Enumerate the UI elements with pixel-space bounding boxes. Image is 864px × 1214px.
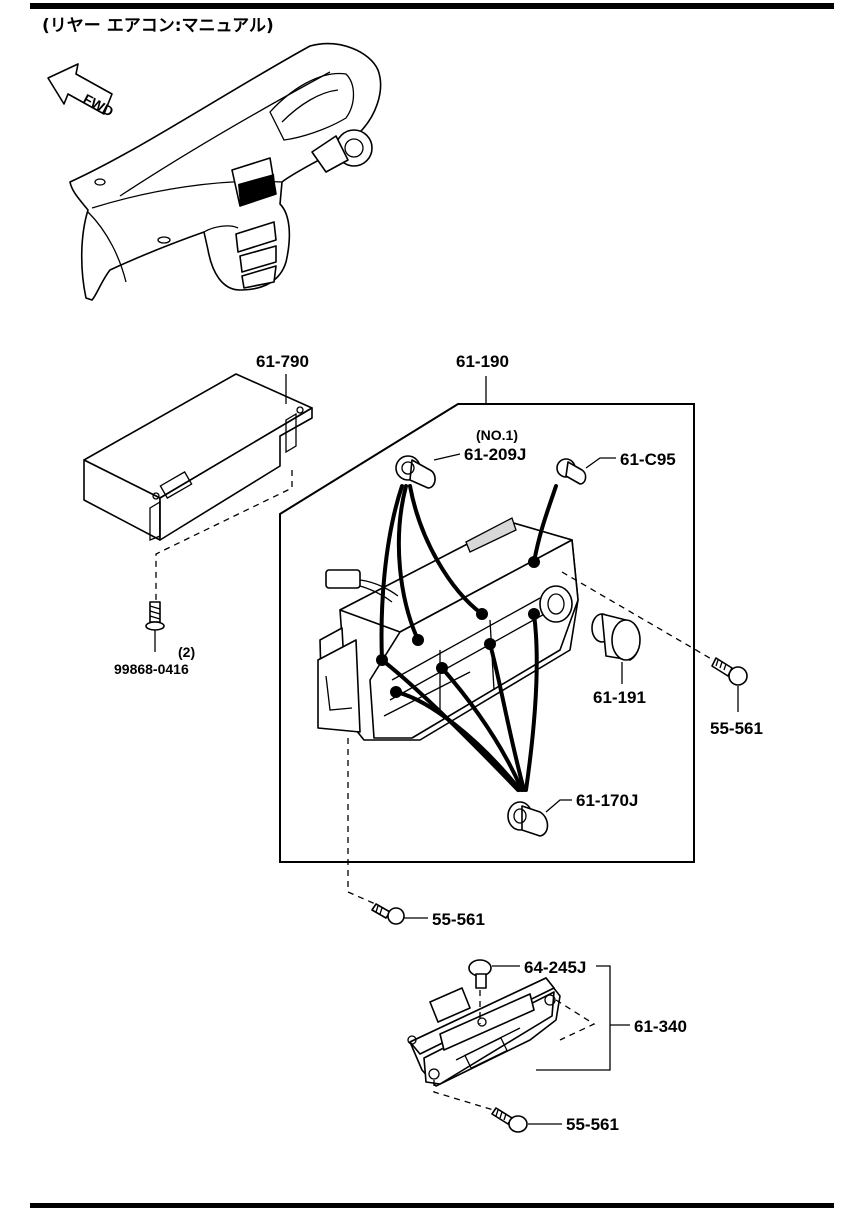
dashed-mid-screw: [347, 738, 381, 907]
label-bulb-note: (NO.1): [476, 427, 518, 443]
leader-61-c95: [585, 457, 616, 469]
bulb-wires: [379, 484, 558, 792]
label-61-209j: 61-209J: [464, 445, 526, 464]
label-61-c95: 61-C95: [620, 450, 676, 469]
bulb-61-209j-icon: [395, 455, 436, 489]
dashed-right-screw: [561, 571, 721, 665]
knob-61-191-icon: [591, 613, 641, 661]
dashboard-illustration: FWD: [47, 42, 382, 301]
label-64-245j: 64-245J: [524, 958, 586, 977]
control-unit-body: [317, 517, 579, 741]
label-61-191: 61-191: [593, 688, 646, 707]
label-61-190: 61-190: [456, 352, 509, 371]
bulb-64-245j-icon: [468, 959, 492, 989]
screw-99868-0416-icon: [145, 601, 165, 631]
dashed-screw-path: [155, 470, 293, 606]
label-55-561-right: 55-561: [710, 719, 763, 738]
bracket-61-340: [536, 965, 611, 1071]
screw-55-561-right-icon: [711, 657, 748, 686]
sub-panel-61-340: [407, 977, 561, 1087]
leader-61-170j: [545, 799, 572, 813]
fwd-arrow-icon: FWD: [47, 63, 116, 120]
label-61-170j: 61-170J: [576, 791, 638, 810]
bulb-61-170j-icon: [507, 801, 549, 837]
label-55-561-mid: 55-561: [432, 910, 485, 929]
bulb-61-c95-icon: [556, 458, 587, 485]
label-99868-0416: 99868-0416: [114, 661, 189, 677]
dashed-bottom-screw: [433, 1080, 501, 1113]
assembly-box: [279, 403, 695, 863]
top-border: [30, 3, 834, 9]
label-55-561-bottom: 55-561: [566, 1115, 619, 1134]
label-61-790: 61-790: [256, 352, 309, 371]
rear-unit-61-790: [83, 373, 313, 541]
label-screw-qty: (2): [178, 644, 195, 660]
leader-61-209j: [433, 453, 461, 461]
dashed-panel-path: [555, 999, 596, 1041]
screw-55-561-mid-icon: [371, 903, 405, 925]
screw-55-561-bottom-icon: [491, 1107, 528, 1133]
label-61-340: 61-340: [634, 1017, 687, 1036]
header-title: (リヤー エアコン:マニュアル): [42, 16, 274, 36]
bottom-border: [30, 1203, 834, 1208]
